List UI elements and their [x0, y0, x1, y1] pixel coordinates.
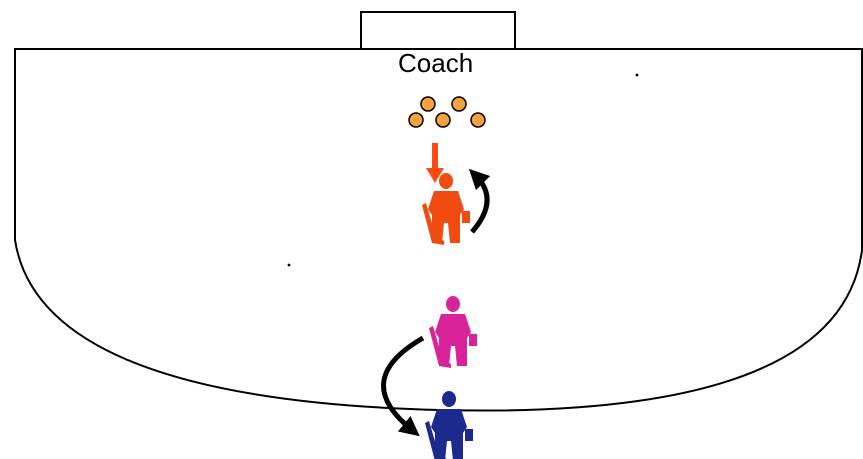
goal-frame [360, 11, 516, 49]
goalkeeper-top-icon [422, 173, 470, 245]
coach-label: Coach [398, 48, 474, 78]
goalkeeper-middle-icon [429, 296, 477, 368]
dot-marker [287, 263, 291, 267]
curved-arrow-top-icon [468, 168, 491, 234]
drop-arrow-icon [426, 143, 444, 183]
goalkeeper-bottom-icon [425, 391, 473, 459]
ball-cluster-icon [408, 96, 486, 128]
curved-arrow-bottom-icon [381, 335, 425, 437]
dot-marker [635, 73, 639, 77]
